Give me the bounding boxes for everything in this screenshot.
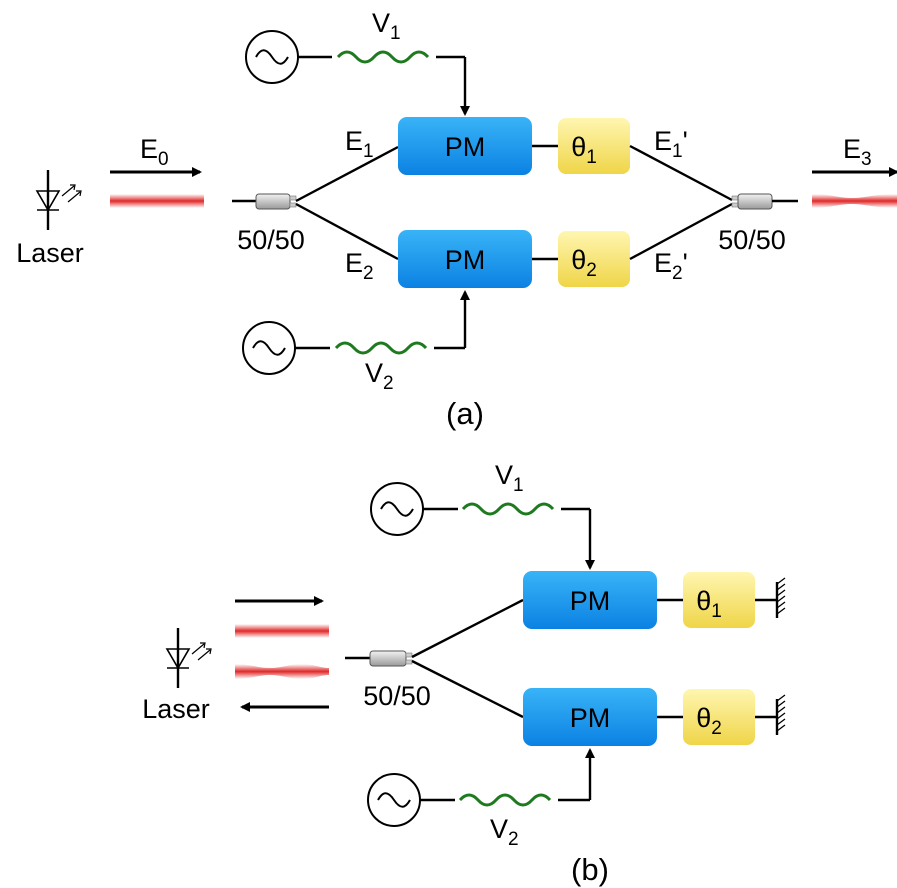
mirror-1-icon: [755, 577, 786, 618]
arm1-phase-label-b: θ1: [696, 586, 722, 622]
arm2-field-out: E2': [654, 248, 688, 284]
arm1-phase-modulator: [398, 117, 532, 175]
coupler-b-label: 50/50: [363, 681, 431, 711]
arm1-field-out: E1': [654, 126, 688, 162]
arm1-phase-label: θ1: [571, 132, 597, 168]
rf-wave-2-b: [458, 793, 552, 807]
input-field-label: E0: [140, 134, 169, 170]
rf-source-2-icon: [242, 321, 296, 375]
recombine-lower: [629, 202, 733, 261]
drive-voltage-2-b: V2: [490, 814, 519, 850]
coupler-b-icon: [369, 650, 413, 667]
arm2-phase-shifter-b: [683, 689, 755, 745]
arm2-phase-modulator: [398, 230, 532, 288]
output-coupler-label: 50/50: [718, 225, 786, 255]
recombine-upper: [629, 144, 733, 202]
split-upper: [295, 145, 399, 203]
arm2-phase-label-b: θ2: [696, 703, 722, 739]
rf-source-1-icon: [245, 30, 299, 84]
drive-voltage-1: V1: [372, 8, 401, 44]
drive-voltage-2: V2: [365, 358, 394, 394]
laser-label: Laser: [16, 238, 84, 268]
drive-voltage-1-b: V1: [495, 460, 524, 496]
split-lower: [295, 202, 399, 261]
caption-b: (b): [571, 852, 609, 887]
input-coupler-label: 50/50: [237, 225, 305, 255]
panel-a: Laser E0 50/50 E1 E2 PM PM θ1 θ2: [16, 8, 897, 431]
rf-source-1-icon-b: [370, 482, 424, 536]
output-field-label: E3: [843, 134, 872, 170]
arm1-modulator-label-b: PM: [570, 586, 611, 616]
output-beam: [812, 194, 897, 208]
arm1-phase-modulator-b: [523, 571, 657, 629]
arm1-field-in: E1: [345, 126, 374, 162]
caption-a: (a): [446, 396, 484, 431]
input-coupler-icon: [255, 193, 297, 210]
arm2-modulator-label-b: PM: [570, 703, 611, 733]
laser-diode-icon-b: [165, 628, 212, 688]
arm2-modulator-label: PM: [445, 245, 486, 275]
output-coupler-icon: [731, 193, 773, 210]
laser-diode-icon: [35, 170, 82, 230]
arm1-phase-shifter: [558, 118, 630, 174]
arm2-phase-modulator-b: [523, 688, 657, 746]
rf-wave-2: [334, 341, 428, 355]
forward-beam: [235, 624, 329, 638]
mirror-2-icon: [755, 694, 786, 735]
arm2-field-in: E2: [345, 248, 374, 284]
panel-b: Laser 50/50 PM PM θ1 θ2: [142, 460, 786, 887]
rf-wave-1-b: [461, 502, 555, 516]
rf-wave-1: [336, 50, 430, 64]
return-beam: [235, 664, 329, 679]
arm1-phase-shifter-b: [683, 572, 755, 628]
rf-source-2-icon-b: [367, 773, 421, 827]
input-beam: [110, 194, 204, 208]
arm2-phase-shifter: [558, 231, 630, 287]
arm2-phase-label: θ2: [571, 245, 597, 281]
arm1-modulator-label: PM: [445, 132, 486, 162]
laser-label-b: Laser: [142, 694, 210, 724]
